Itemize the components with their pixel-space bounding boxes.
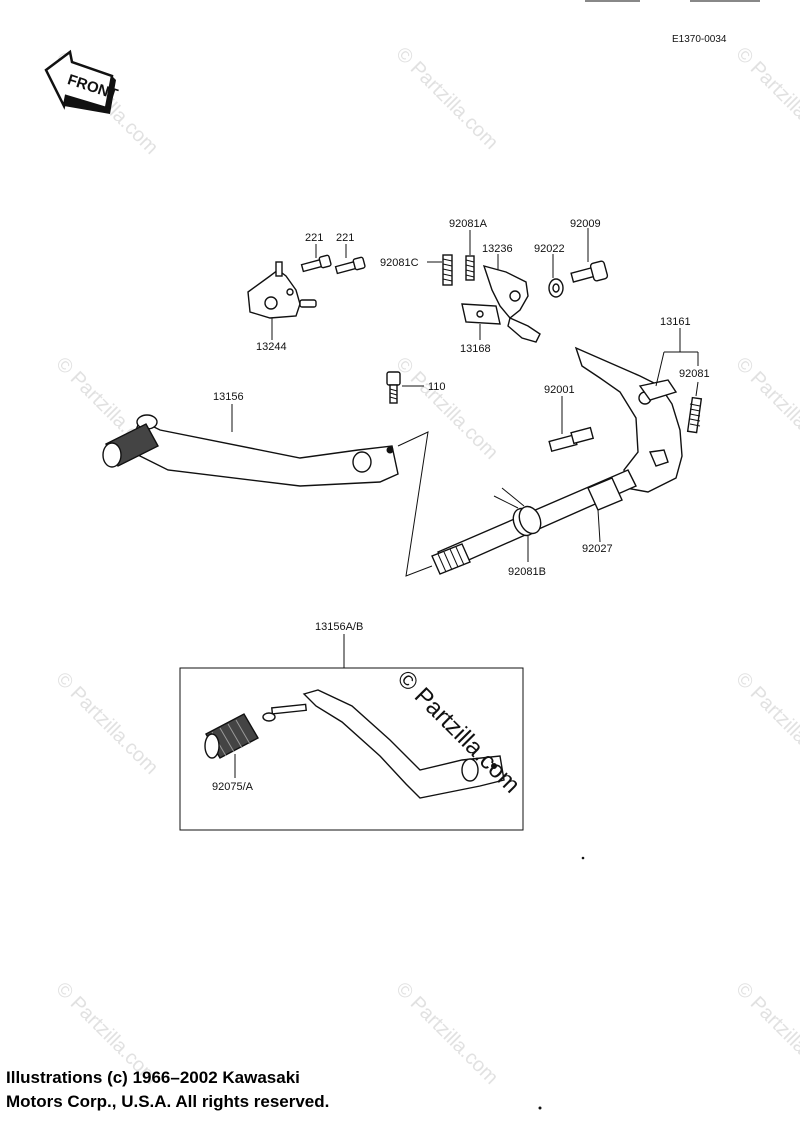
shift-pedal-13156 <box>102 414 399 487</box>
watermark: © Partzilla.com <box>731 353 800 464</box>
part-label-92009: 92009 <box>570 218 601 230</box>
shift-shaft-92027 <box>431 469 637 575</box>
bracket-13244 <box>247 261 317 319</box>
part-label-13236: 13236 <box>482 243 513 255</box>
torsion-spring-icon <box>493 487 542 537</box>
watermark: © Partzilla.com <box>391 978 502 1089</box>
rubber-grip-92075a <box>204 713 259 759</box>
washer-92022 <box>548 278 564 298</box>
part-label-92081b: 92081B <box>508 566 546 578</box>
copyright-notice: Illustrations (c) 1966–2002 Kawasaki Mot… <box>6 1066 329 1114</box>
part-label-110: 110 <box>428 381 446 393</box>
bolt-221 <box>300 254 332 273</box>
watermark: © Partzilla.com <box>731 668 800 779</box>
bolt-110 <box>386 371 401 404</box>
watermarks: © Partzilla.com © Partzilla.com © Partzi… <box>51 43 800 1089</box>
shift-plate-13161 <box>574 346 683 493</box>
stud-92001 <box>548 426 595 453</box>
watermark: © Partzilla.com <box>731 43 800 154</box>
scan-speck <box>581 856 585 860</box>
part-label-92081a: 92081A <box>449 218 488 230</box>
scan-speck <box>538 1106 542 1110</box>
part-label-13168: 13168 <box>460 343 491 355</box>
shift-pedal-13156ab <box>262 689 505 799</box>
watermark: © Partzilla.com <box>731 978 800 1089</box>
part-label-221: 221 <box>305 232 323 244</box>
spring-92081 <box>686 396 703 434</box>
assembly-guide-line <box>397 431 433 577</box>
part-label-13156: 13156 <box>213 391 244 403</box>
arm-13236 <box>482 264 541 343</box>
bolt-92009 <box>570 260 609 283</box>
part-label-13161: 13161 <box>660 316 691 328</box>
rubber-grip-icon <box>102 423 159 468</box>
copyright-line-1: Illustrations (c) 1966–2002 Kawasaki <box>6 1068 300 1087</box>
spring-92081a <box>465 255 475 281</box>
copyright-line-2: Motors Corp., U.S.A. All rights reserved… <box>6 1092 330 1111</box>
variant-box-13156ab <box>179 667 524 831</box>
part-label-13156ab: 13156A/B <box>315 621 363 633</box>
watermark: © Partzilla.com <box>51 668 162 779</box>
part-label-92022: 92022 <box>534 243 565 255</box>
part-label-92081: 92081 <box>679 368 710 380</box>
diagram-code: E1370-0034 <box>672 34 727 45</box>
watermark: © Partzilla.com <box>391 43 502 154</box>
spline-icon <box>431 543 471 575</box>
part-label-13244: 13244 <box>256 341 287 353</box>
part-label-92075a: 92075/A <box>212 781 254 793</box>
part-label-221: 221 <box>336 232 354 244</box>
front-arrow-icon: FRONT <box>44 49 120 114</box>
part-label-92001: 92001 <box>544 384 575 396</box>
lever-13168 <box>461 303 501 325</box>
part-label-92027: 92027 <box>582 543 613 555</box>
part-label-92081c: 92081C <box>380 257 419 269</box>
spring-92081c <box>442 254 453 286</box>
bolt-221 <box>334 256 366 275</box>
watermark: © Partzilla.com <box>391 353 502 464</box>
